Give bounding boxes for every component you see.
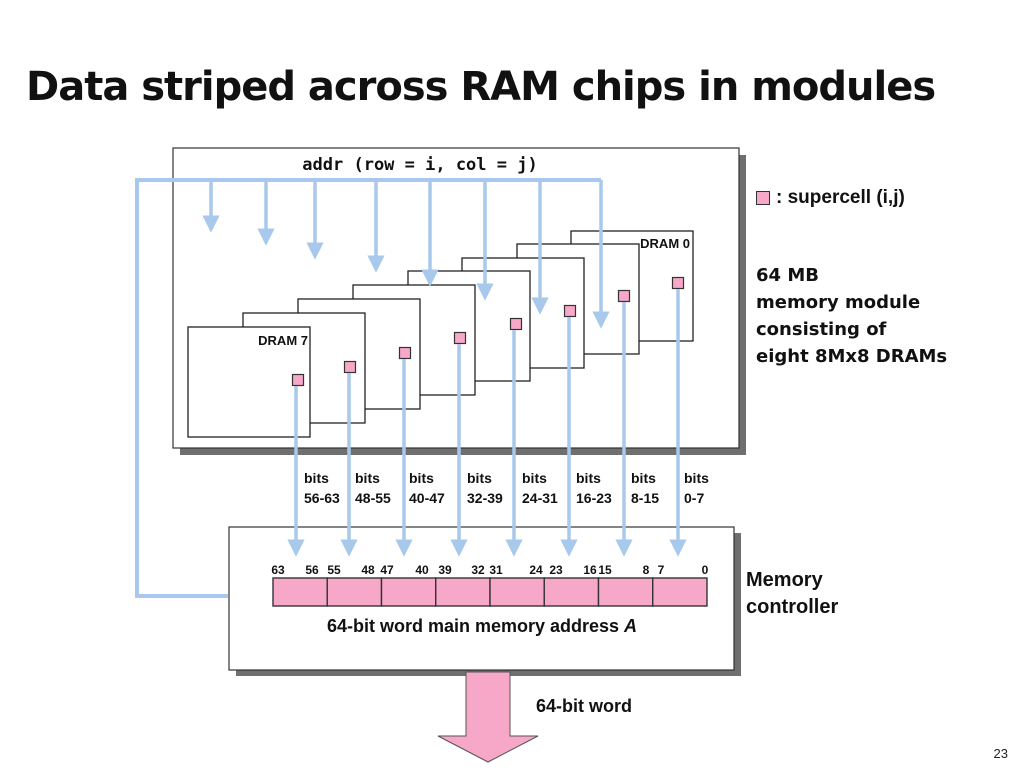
word-bit-number: 48 (361, 563, 375, 577)
bit-group-label: bits (576, 470, 601, 486)
word-byte-cell (380, 577, 437, 607)
word-bit-number: 15 (598, 563, 612, 577)
bit-group-range: 56-63 (304, 490, 340, 506)
bit-group-label: bits (631, 470, 656, 486)
supercell (398, 346, 412, 360)
word-byte-cell (543, 577, 600, 607)
bit-group-range: 8-15 (631, 490, 659, 506)
word-byte-cell (489, 577, 545, 607)
address-lines (135, 178, 687, 598)
controller-label-line: Memory (746, 569, 823, 591)
bit-group-label: bits (409, 470, 434, 486)
bit-group-range: 16-23 (576, 490, 612, 506)
word-byte-cell (597, 577, 654, 607)
module-description: 64 MB memory module consisting of eight … (756, 262, 947, 370)
word-bit-number: 7 (658, 563, 665, 577)
supercell (343, 360, 357, 374)
word-register (272, 577, 708, 607)
dram-chip-label: DRAM 7 (258, 333, 308, 348)
bit-group-label: bits (304, 470, 329, 486)
word-bit-number: 40 (415, 563, 429, 577)
supercell (617, 289, 631, 303)
bit-group-label: bits (467, 470, 492, 486)
bit-group-range: 0-7 (684, 490, 704, 506)
word-bit-number: 0 (702, 563, 709, 577)
controller-label: Memory controller (746, 567, 838, 621)
word-bit-number: 16 (583, 563, 597, 577)
bit-group-label: bits (684, 470, 709, 486)
legend: : supercell (i,j) (756, 187, 905, 209)
address-label: addr (row = i, col = j) (302, 155, 537, 175)
supercell (453, 331, 467, 345)
page-number: 23 (993, 746, 1008, 761)
dram-chip-label: DRAM 0 (640, 236, 690, 251)
word-bit-number: 47 (380, 563, 394, 577)
bit-group-range: 40-47 (409, 490, 445, 506)
controller-label-line: controller (746, 596, 839, 618)
word-bit-number: 23 (549, 563, 563, 577)
word-bit-number: 32 (471, 563, 485, 577)
word-bit-number: 56 (305, 563, 319, 577)
word-label: 64-bit word main memory address A (327, 616, 637, 636)
word-bit-number: 63 (271, 563, 285, 577)
bit-group-label: bits (522, 470, 547, 486)
output-arrow (437, 671, 539, 763)
bit-group-range: 32-39 (467, 490, 503, 506)
word-byte-cell (272, 577, 328, 607)
supercell (671, 276, 685, 290)
supercell (563, 304, 577, 318)
dram-chip (187, 326, 311, 438)
supercell-swatch-icon (756, 191, 770, 205)
legend-text: : supercell (i,j) (776, 187, 905, 208)
word-bit-number: 24 (529, 563, 543, 577)
word-byte-cell (652, 577, 708, 607)
bit-group-label: bits (355, 470, 380, 486)
bit-group-labels: bits 56-63 bits 48-55 bits 40-47 bits 32-39 bits… (304, 470, 709, 506)
word-bit-number: 8 (643, 563, 650, 577)
slide-title: Data striped across RAM chips in modules (26, 64, 936, 110)
bit-group-range: 24-31 (522, 490, 558, 506)
word-byte-cell (326, 577, 383, 607)
module-description-line: memory module (756, 292, 921, 313)
word-bit-number: 31 (489, 563, 503, 577)
word-bit-number: 55 (327, 563, 341, 577)
output-label: 64-bit word (536, 696, 632, 716)
bit-group-range: 48-55 (355, 490, 391, 506)
supercell (291, 373, 305, 387)
word-bit-number: 39 (438, 563, 452, 577)
module-description-line: consisting of (756, 319, 887, 340)
word-byte-cell (435, 577, 491, 607)
module-description-line: eight 8Mx8 DRAMs (756, 346, 948, 367)
module-description-line: 64 MB (756, 265, 819, 286)
dram-chips: DRAM 7 DRAM 0 (187, 230, 694, 438)
address-bus-line (135, 178, 601, 598)
supercell (509, 317, 523, 331)
